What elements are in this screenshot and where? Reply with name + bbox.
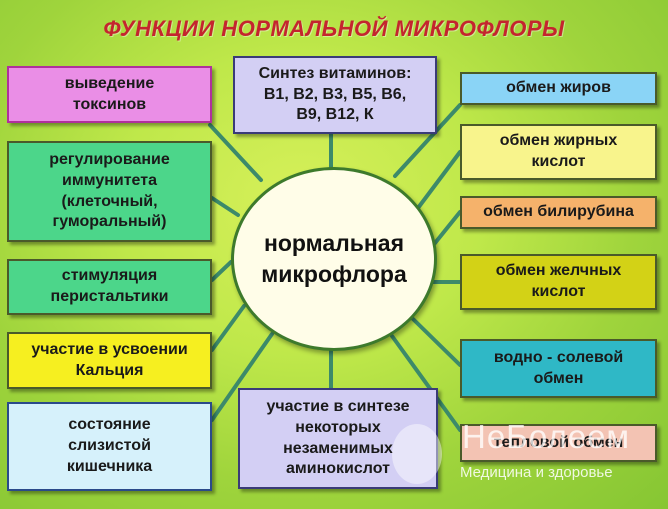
box-mucosa: состояние слизистой кишечника: [7, 402, 212, 491]
box-bilirubin: обмен билирубина: [460, 196, 657, 229]
box-water-salt: водно - солевой обмен: [460, 339, 657, 398]
connector-fats: [393, 103, 462, 178]
box-bile-acids: обмен желчных кислот: [460, 254, 657, 310]
connector-mucosa: [210, 332, 274, 422]
connector-water-salt: [410, 316, 462, 367]
diagram-title: ФУНКЦИИ НОРМАЛЬНОЙ МИКРОФЛОРЫ: [103, 16, 565, 41]
box-fats: обмен жиров: [460, 72, 657, 105]
box-fatty-acids: обмен жирных кислот: [460, 124, 657, 180]
box-peristalsis: стимуляция перистальтики: [7, 259, 212, 315]
connector-heat: [390, 334, 462, 432]
box-vitamins: Синтез витаминов: В1, В2, В3, В5, В6, В9…: [233, 56, 437, 134]
connector-peristalsis: [210, 260, 233, 282]
box-immunity: регулирование иммунитета (клеточный, гум…: [7, 141, 212, 242]
box-heat: тепловой обмен: [460, 424, 657, 462]
connector-toxins: [208, 123, 263, 182]
connector-immunity: [210, 196, 240, 217]
center-node: нормальная микрофлора: [231, 167, 437, 351]
box-toxins: выведение токсинов: [7, 66, 212, 123]
box-amino: участие в синтезе некоторых незаменимых …: [238, 388, 438, 489]
connector-fatty-acids: [416, 150, 462, 210]
connector-calcium: [210, 304, 246, 352]
connector-bilirubin: [429, 210, 462, 250]
box-calcium: участие в усвоении Кальция: [7, 332, 212, 389]
